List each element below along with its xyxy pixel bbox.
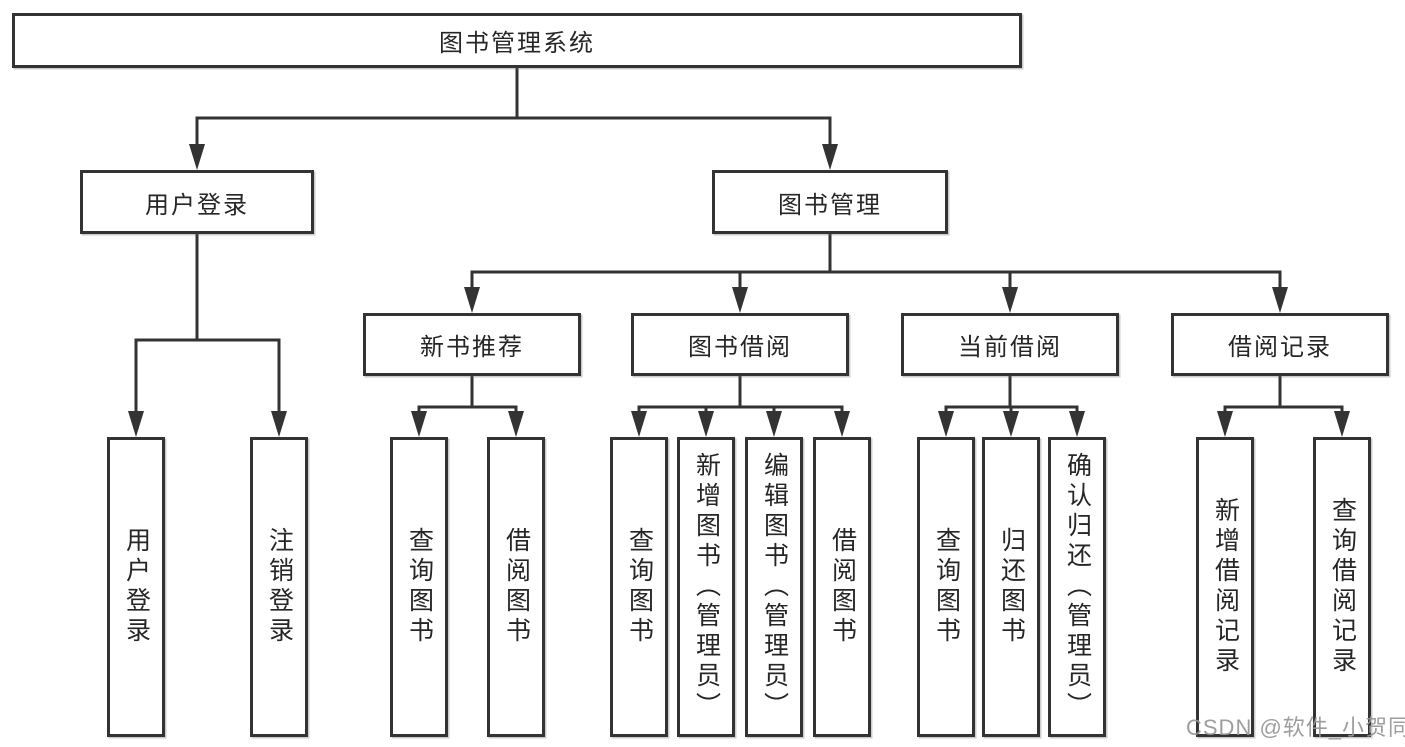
leaf-confirm-return-admin: 确认归还（管理员） — [1048, 437, 1106, 737]
node-current-borrow: 当前借阅 — [901, 313, 1119, 376]
leaf-query-books-borrow: 查询图书 — [610, 437, 668, 737]
node-new-book-recommend: 新书推荐 — [363, 313, 581, 376]
leaf-query-books-recommend: 查询图书 — [390, 437, 448, 737]
node-borrow-records: 借阅记录 — [1171, 313, 1389, 376]
node-book-borrow: 图书借阅 — [631, 313, 849, 376]
leaf-borrow-books-recommend: 借阅图书 — [487, 437, 545, 737]
node-user-login: 用户登录 — [80, 170, 314, 234]
root-node-library-system: 图书管理系统 — [12, 13, 1022, 68]
leaf-logout-login: 注销登录 — [250, 437, 308, 737]
leaf-add-borrow-record: 新增借阅记录 — [1196, 437, 1254, 737]
leaf-borrow-books-borrow: 借阅图书 — [813, 437, 871, 737]
leaf-edit-books-admin: 编辑图书（管理员） — [745, 437, 803, 737]
leaf-query-borrow-record: 查询借阅记录 — [1313, 437, 1371, 737]
leaf-add-books-admin: 新增图书（管理员） — [677, 437, 735, 737]
leaf-user-login: 用户登录 — [107, 437, 165, 737]
leaf-query-books-current: 查询图书 — [917, 437, 975, 737]
leaf-return-books: 归还图书 — [982, 437, 1040, 737]
arrowhead-icons — [128, 144, 1350, 437]
csdn-watermark: CSDN @软件_小贺同学 — [1186, 715, 1405, 740]
node-book-management: 图书管理 — [712, 170, 948, 234]
